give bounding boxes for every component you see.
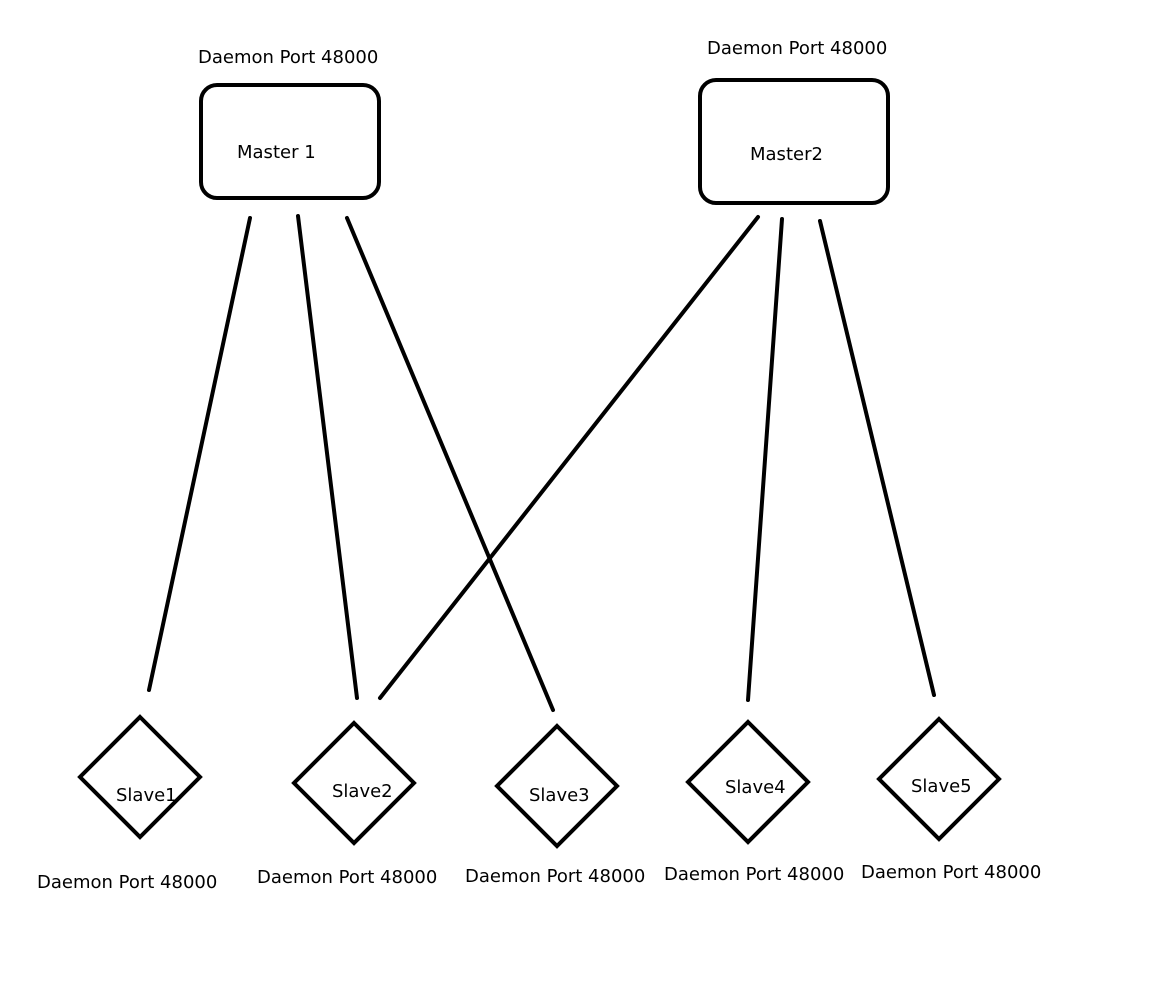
slave-4-port-label: Daemon Port 48000 — [664, 864, 845, 885]
slave-5-port-label: Daemon Port 48000 — [861, 862, 1042, 883]
master-2-label: Master2 — [750, 144, 823, 165]
slave-node-s5 — [876, 716, 1002, 842]
slave-3-port-label: Daemon Port 48000 — [465, 866, 646, 887]
connection-m2-s4 — [746, 217, 784, 702]
slave-3-label: Slave3 — [529, 785, 590, 806]
connection-m2-s2 — [378, 215, 760, 700]
slave-1-label: Slave1 — [116, 785, 177, 806]
slave-1-port-label: Daemon Port 48000 — [37, 872, 218, 893]
slave-2-port-label: Daemon Port 48000 — [257, 867, 438, 888]
master-node-m1 — [199, 83, 381, 200]
connection-m2-s5 — [818, 219, 936, 697]
connection-m1-s3 — [345, 216, 555, 712]
master-node-m2 — [698, 78, 890, 205]
slave-node-s4 — [685, 719, 811, 845]
master-1-label: Master 1 — [237, 142, 316, 163]
master-2-port-label: Daemon Port 48000 — [707, 38, 888, 59]
connection-m1-s1 — [147, 216, 252, 692]
slave-node-s1 — [77, 714, 203, 840]
slave-node-s2 — [291, 720, 417, 846]
slave-node-s3 — [494, 723, 620, 849]
connection-m1-s2 — [296, 214, 359, 700]
slave-5-label: Slave5 — [911, 776, 972, 797]
slave-4-label: Slave4 — [725, 777, 786, 798]
slave-2-label: Slave2 — [332, 781, 393, 802]
master-1-port-label: Daemon Port 48000 — [198, 47, 379, 68]
